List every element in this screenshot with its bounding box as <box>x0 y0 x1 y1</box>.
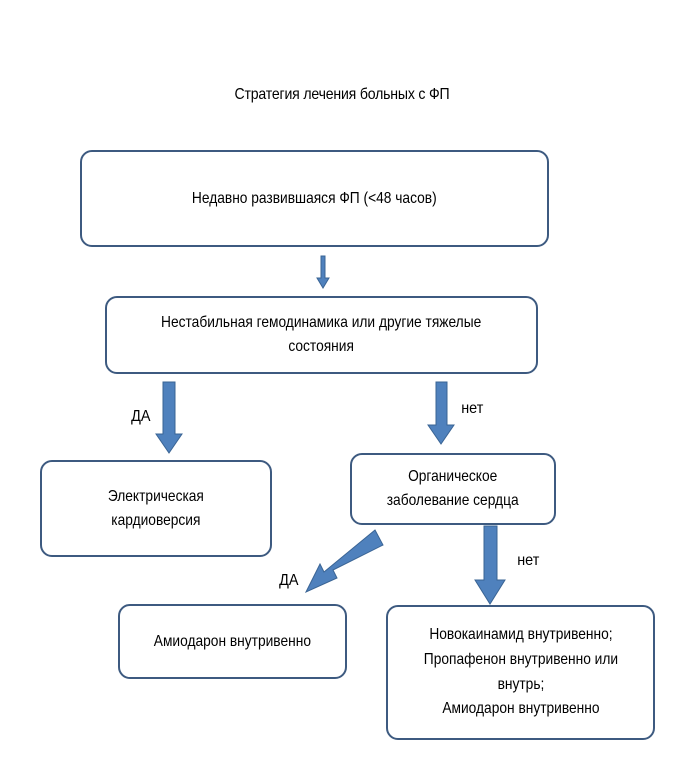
node-amiodarone-iv: Амиодарон внутривенно <box>118 604 347 679</box>
node-alternative-drugs: Новокаинамид внутривенно; Пропафенон вну… <box>386 605 655 740</box>
node-recent-af-text: Недавно развившаяся ФП (<48 часов) <box>192 189 437 207</box>
node-organic-heart-disease: Органическое заболевание сердца <box>350 453 556 525</box>
arrow-organic-to-alternatives <box>474 525 506 605</box>
arrow-unstable-to-organic <box>427 381 455 445</box>
label-no-alternatives: нет <box>517 552 540 569</box>
arrow-recent-to-unstable <box>316 255 330 289</box>
node-alternative-drugs-text: Новокаинамид внутривенно; Пропафенон вну… <box>423 625 618 718</box>
arrow-unstable-to-cardioversion <box>155 381 183 454</box>
node-electric-cardioversion-text: Электрическая кардиоверсия <box>107 487 205 529</box>
node-unstable-hemodynamics: Нестабильная гемодинамика или другие тяж… <box>105 296 538 374</box>
label-yes-amiodarone: ДА <box>279 572 299 589</box>
node-amiodarone-iv-text: Амиодарон внутривенно <box>153 632 312 650</box>
node-electric-cardioversion: Электрическая кардиоверсия <box>40 460 272 557</box>
label-yes-cardioversion: ДА <box>131 408 151 425</box>
node-recent-af: Недавно развившаяся ФП (<48 часов) <box>80 150 549 247</box>
diagram-title: Стратегия лечения больных с ФП <box>234 86 450 103</box>
node-organic-heart-disease-text: Органическое заболевание сердца <box>387 468 519 509</box>
node-unstable-hemodynamics-text: Нестабильная гемодинамика или другие тяж… <box>161 314 482 355</box>
label-no-organic: нет <box>461 400 484 417</box>
arrow-organic-to-amiodarone <box>304 529 384 594</box>
